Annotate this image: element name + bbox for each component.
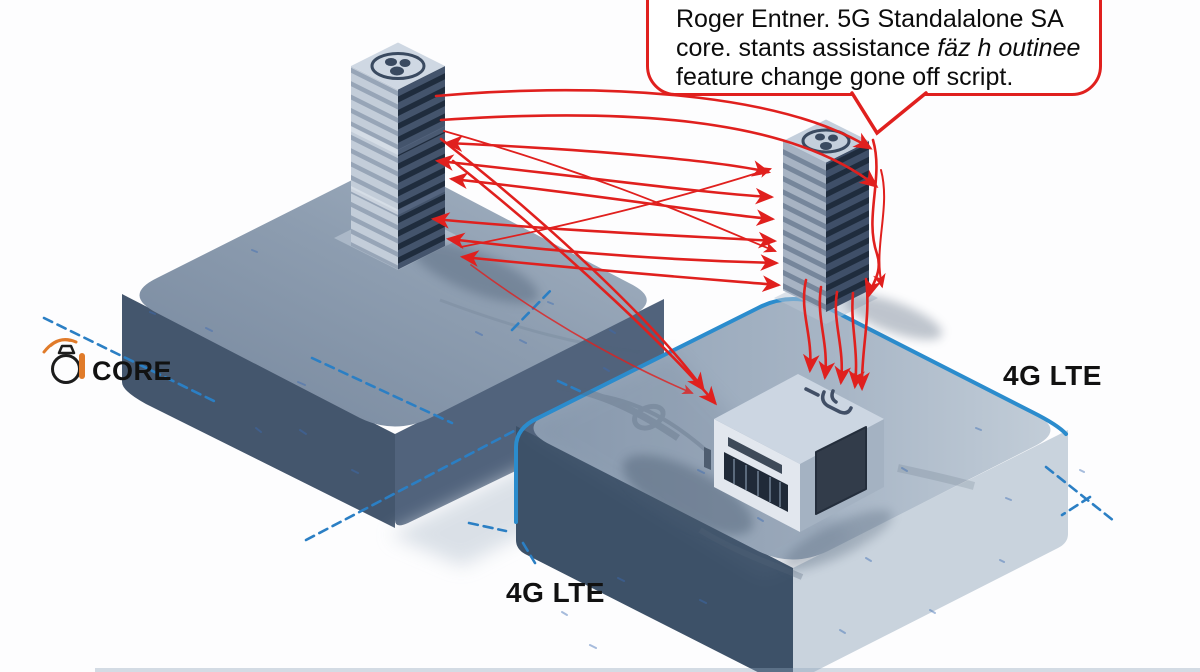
device-port-pins — [733, 459, 781, 507]
lte-platform-front-left-face — [516, 426, 793, 672]
sa-server-tower — [783, 119, 869, 312]
server-logo-icon — [370, 52, 426, 80]
device-vent — [728, 437, 782, 474]
device-logo-icon — [804, 387, 853, 415]
core-platform-front-left-face — [122, 294, 395, 528]
device-ports-panel — [724, 452, 788, 512]
lte-label-bottom: 4G LTE — [506, 577, 605, 608]
core-label: CORE — [92, 356, 173, 386]
core-server-tower — [351, 42, 445, 270]
core-platform-front-right-face — [395, 299, 664, 526]
speech-bubble-line2: core. stants assistance fäz h outinee — [676, 34, 1081, 62]
device-handle — [704, 447, 711, 470]
speech-bubble-tail — [850, 91, 928, 136]
speech-bubble-line1: Roger Entner. 5G Standalalone SA — [676, 5, 1064, 33]
core-icon — [42, 338, 85, 384]
lte-platform-front-right-face — [793, 430, 1068, 672]
measurement-dashes — [42, 286, 1116, 565]
speech-bubble: Roger Entner. 5G Standalalone SA core. s… — [646, 0, 1102, 96]
device-screen — [815, 426, 867, 515]
core-platform — [122, 168, 664, 528]
speech-bubble-line3: feature change gone off script. — [676, 63, 1014, 91]
lte-label-right: 4G LTE — [1003, 360, 1102, 391]
bottom-edge-strip — [95, 668, 1200, 672]
server-logo-icon — [801, 128, 851, 154]
base-station-device — [704, 374, 884, 532]
